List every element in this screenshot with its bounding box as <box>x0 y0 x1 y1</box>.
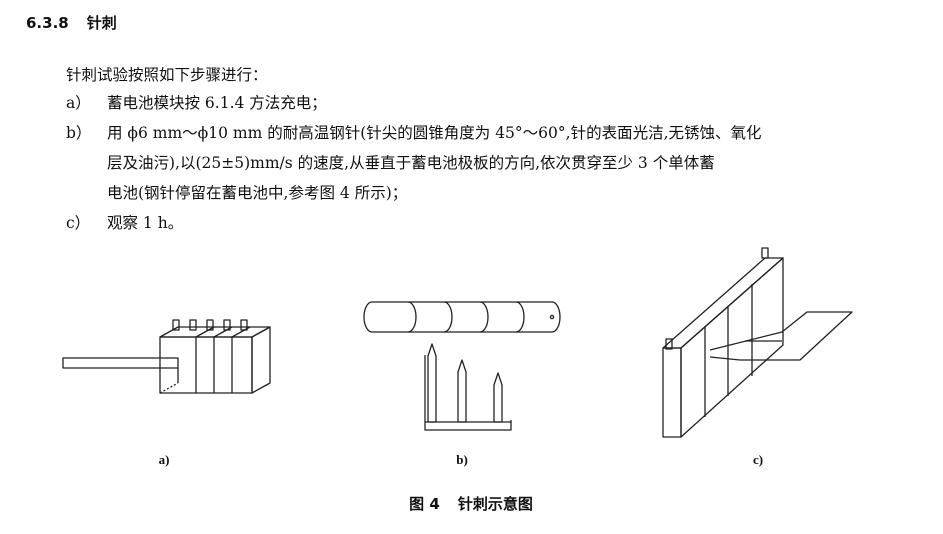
section-heading: 6.3.8 针刺 <box>26 12 117 33</box>
figure-label-b: b) <box>456 452 468 467</box>
caption-title: 针刺示意图 <box>457 495 533 513</box>
figure-b-cylinder-and-spikes <box>363 301 561 431</box>
figure-label-a: a) <box>158 452 170 467</box>
step-label: a） <box>66 94 91 112</box>
step-label: c） <box>66 214 91 232</box>
nail-penetration-figure <box>62 247 853 438</box>
section-title: 针刺 <box>86 14 117 32</box>
step-b: b） 用 ϕ6 mm～ϕ10 mm 的耐高温钢针(针尖的圆锥角度为 45°～60°… <box>66 118 762 208</box>
figure-label-c: c) <box>752 452 764 467</box>
figure-a-battery-module <box>62 319 271 394</box>
step-a: a） 蓄电池模块按 6.1.4 方法充电； <box>66 88 327 118</box>
step-c: c） 观察 1 h。 <box>66 208 183 238</box>
figure-caption: 图 4 针刺示意图 <box>409 493 533 514</box>
step-text-line: 层及油污),以(25±5)mm/s 的速度,从垂直于蓄电池极板的方向,依次贯穿至… <box>107 154 715 172</box>
step-label: b） <box>66 124 92 142</box>
section-number: 6.3.8 <box>26 14 69 32</box>
intro-text: 针刺试验按照如下步骤进行： <box>66 66 268 84</box>
step-text-line: 电池(钢针停留在蓄电池中,参考图 4 所示)； <box>107 184 408 202</box>
figure-c-plate-penetration <box>662 247 853 438</box>
step-text: 蓄电池模块按 6.1.4 方法充电； <box>107 94 327 112</box>
step-text-line: 用 ϕ6 mm～ϕ10 mm 的耐高温钢针(针尖的圆锥角度为 45°～60°,针… <box>107 124 762 142</box>
step-text: 观察 1 h。 <box>107 214 184 232</box>
caption-number: 图 4 <box>409 495 440 513</box>
